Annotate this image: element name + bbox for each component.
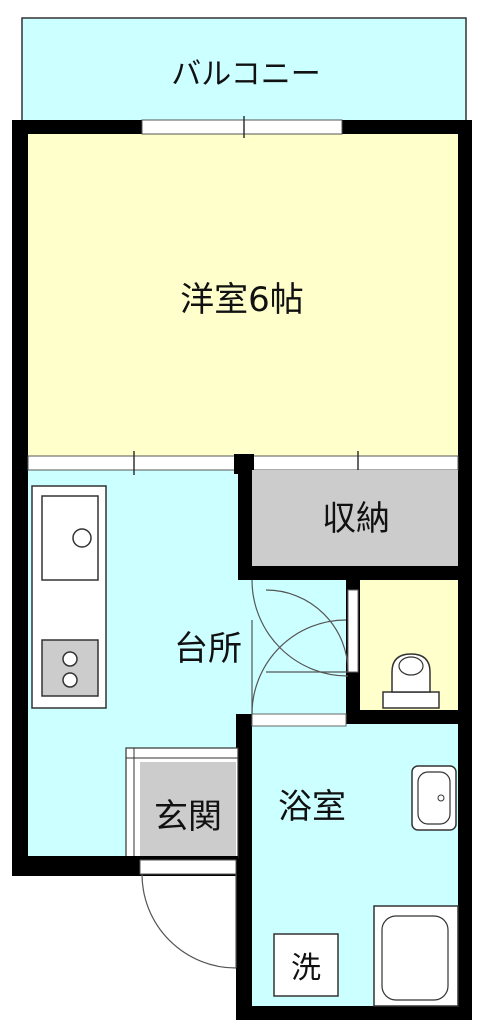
bathroom-wall-left-lower xyxy=(236,968,252,1020)
corridor-area xyxy=(238,578,350,716)
exterior-gap xyxy=(12,876,236,1024)
wall-pillar xyxy=(234,454,254,474)
washbasin-icon xyxy=(411,765,457,831)
toilet-door-gap xyxy=(347,589,359,673)
stove-icon xyxy=(41,639,99,697)
entrance-area xyxy=(140,762,236,858)
toilet-wall-bottom xyxy=(346,710,458,724)
balcony-label: バルコニー xyxy=(171,57,320,92)
bathroom-label: 浴室 xyxy=(278,787,346,827)
sink-icon xyxy=(41,495,99,581)
western-room xyxy=(28,134,458,456)
storage-wall-bottom xyxy=(238,566,458,580)
western-room-label: 洋室6帖 xyxy=(180,280,304,320)
storage-door-arc xyxy=(251,579,349,677)
balcony-area xyxy=(21,17,467,123)
entrance-label: 玄関 xyxy=(154,797,222,837)
washer-label: 洗 xyxy=(291,951,321,986)
balcony-window xyxy=(141,119,343,135)
toilet-door-arc xyxy=(265,589,349,673)
front-door-opening xyxy=(139,859,237,875)
bathroom-wall-left xyxy=(236,714,252,1020)
storage-label: 収納 xyxy=(322,499,390,539)
toilet-icon xyxy=(382,653,440,709)
storage-wall-left xyxy=(238,470,252,580)
washer-box xyxy=(273,933,339,997)
bathtub-icon xyxy=(373,905,459,1007)
bathroom-door-opening xyxy=(251,713,347,727)
front-door-arc xyxy=(141,873,237,969)
kitchen-label: 台所 xyxy=(174,629,242,669)
storage-room xyxy=(252,470,458,566)
bathroom-door-arc xyxy=(251,619,347,715)
